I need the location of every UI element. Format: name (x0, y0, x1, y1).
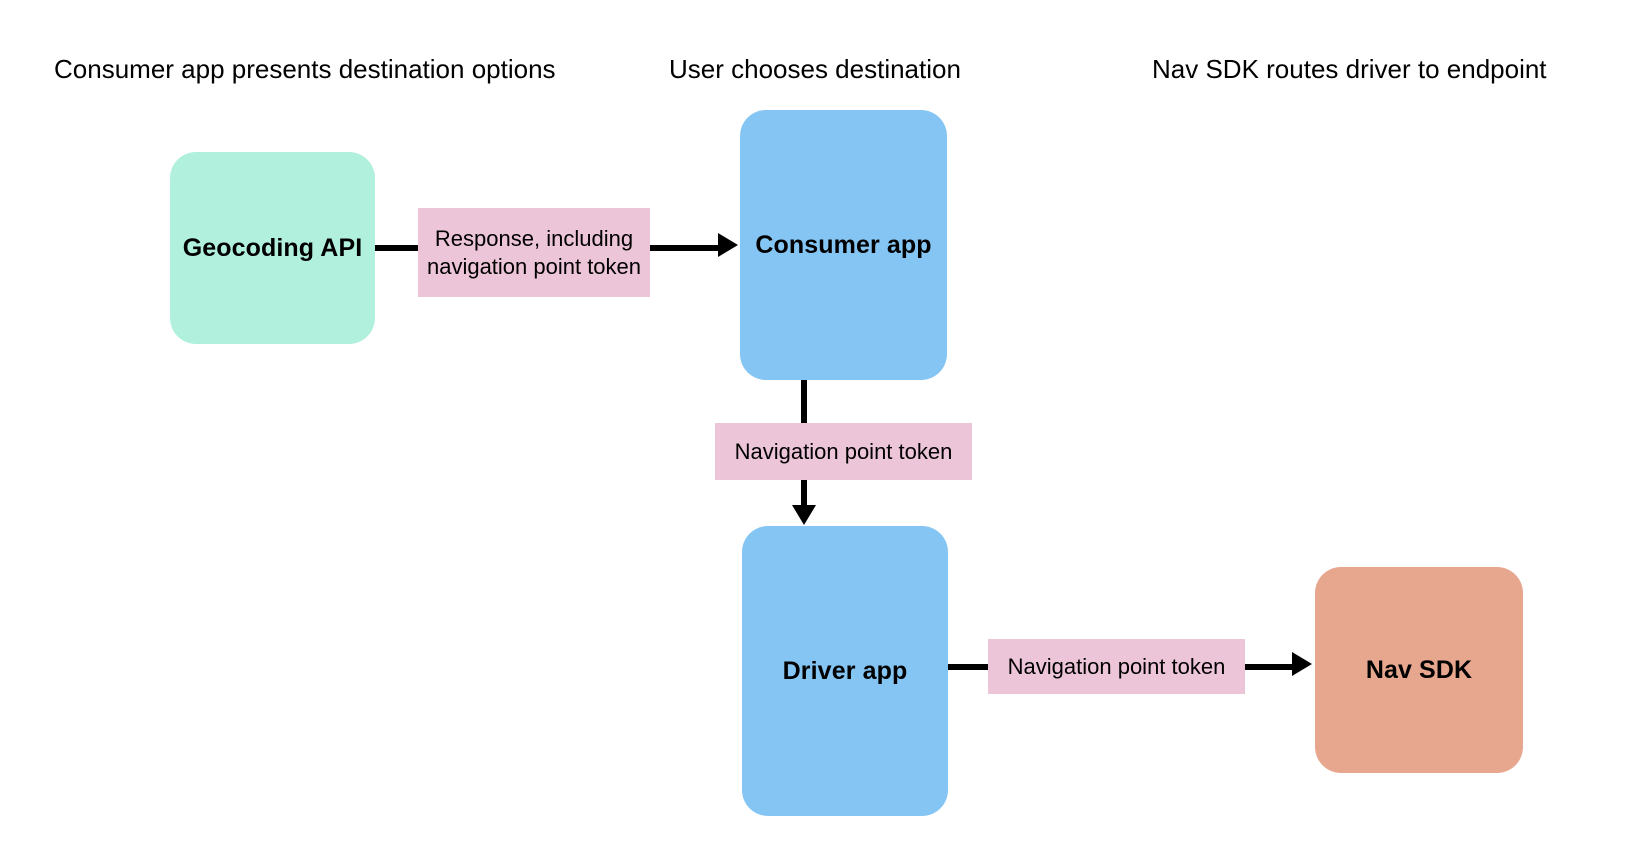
arrowhead-to-nav-sdk-icon (1292, 652, 1312, 676)
node-consumer-app[interactable]: Consumer app (740, 110, 947, 380)
connector-driver-to-label (948, 664, 990, 670)
edge-label-navigation-point-token-consumer-to-driver: Navigation point token (715, 423, 972, 480)
node-driver-app[interactable]: Driver app (742, 526, 948, 816)
connector-label-to-consumer (650, 245, 724, 251)
connector-label-to-driver (801, 478, 807, 510)
arrowhead-to-driver-app-icon (792, 505, 816, 525)
arrowhead-to-consumer-app-icon (718, 233, 738, 257)
edge-label-response-including-navigation-point-token: Response, including navigation point tok… (418, 208, 650, 297)
node-label-geocoding-api: Geocoding API (182, 233, 363, 262)
node-geocoding-api[interactable]: Geocoding API (170, 152, 375, 344)
column-heading-consumer-app: Consumer app presents destination option… (54, 54, 556, 84)
node-label-nav-sdk: Nav SDK (1365, 655, 1473, 684)
connector-geocoding-to-label (375, 245, 420, 251)
node-label-consumer-app: Consumer app (755, 230, 932, 259)
node-label-driver-app: Driver app (782, 656, 908, 685)
connector-consumer-to-label (801, 380, 807, 425)
column-heading-nav-sdk: Nav SDK routes driver to endpoint (1152, 54, 1547, 84)
column-heading-user-chooses: User chooses destination (669, 54, 961, 84)
node-nav-sdk[interactable]: Nav SDK (1315, 567, 1523, 773)
edge-label-navigation-point-token-driver-to-navsdk: Navigation point token (988, 639, 1245, 694)
connector-label-to-navsdk (1245, 664, 1297, 670)
